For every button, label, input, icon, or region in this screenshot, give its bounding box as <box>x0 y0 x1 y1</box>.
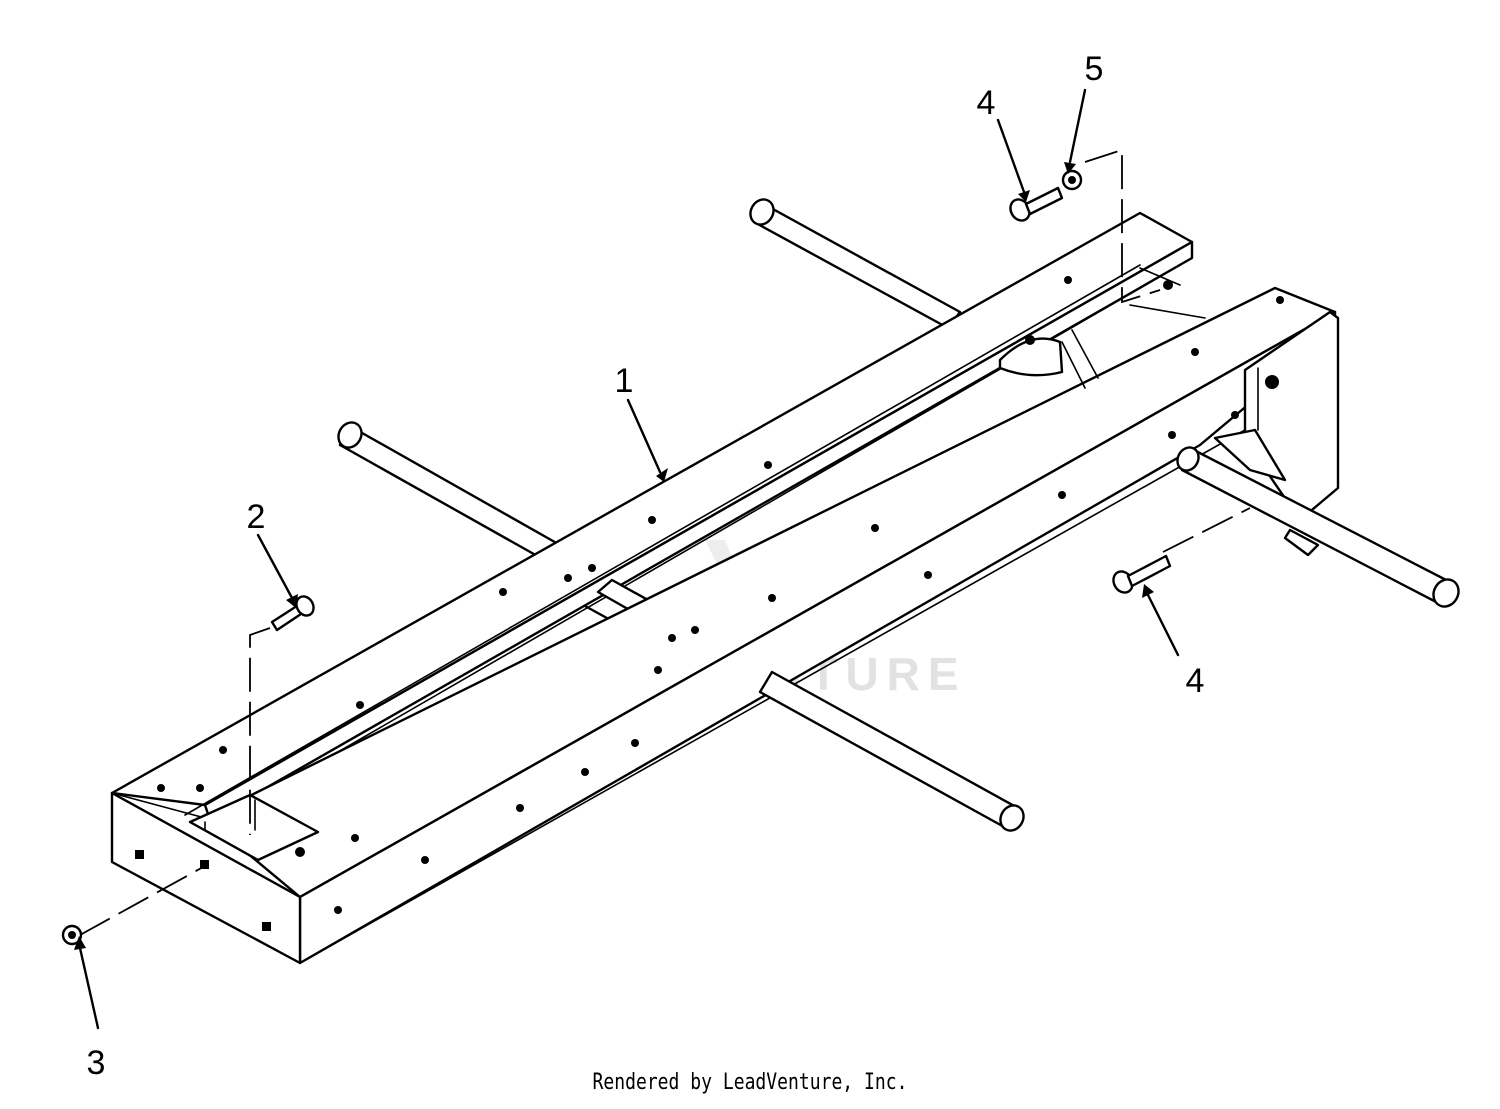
callout-1: 1 <box>615 362 634 400</box>
washer-item-5 <box>1061 169 1083 191</box>
nut-item-3 <box>61 924 83 946</box>
axle-tube-front-right <box>1176 446 1460 608</box>
frame-holes <box>135 276 1284 931</box>
callout-4-right: 4 <box>1186 662 1205 700</box>
bolt-item-4-right <box>1112 554 1172 594</box>
callout-4-top: 4 <box>977 84 996 122</box>
leader-arrows <box>74 88 1180 1030</box>
main-frame <box>110 211 1340 965</box>
render-credit: Rendered by LeadVenture, Inc. <box>592 1070 908 1095</box>
axle-tube-front-left <box>758 670 1025 832</box>
assembly-lines <box>79 148 1251 936</box>
axle-tube-rear-right <box>749 198 962 330</box>
callout-5: 5 <box>1085 50 1104 88</box>
callout-2: 2 <box>247 498 266 536</box>
callout-3: 3 <box>87 1044 106 1082</box>
bolt-item-4-top <box>1009 186 1064 222</box>
bolt-item-2 <box>270 595 315 632</box>
callout-labels: 1 2 3 4 4 5 <box>87 50 1205 1082</box>
